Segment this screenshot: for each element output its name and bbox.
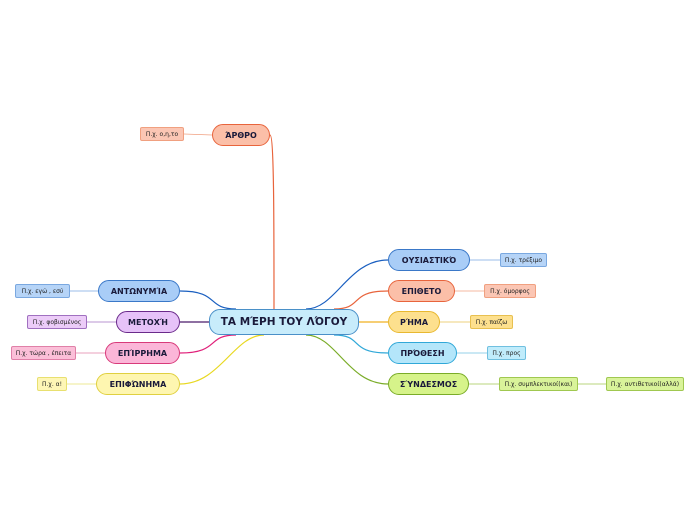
- subtopic-antonymia-example[interactable]: Π.χ. εγώ , εσύ: [15, 284, 70, 298]
- subtopic-epirrima-example[interactable]: Π.χ. τώρα , έπειτα: [11, 346, 76, 360]
- subtopic-ousiastiko-example[interactable]: Π.χ. τρέξιμο: [500, 253, 547, 267]
- topic-prothesi[interactable]: ΠΡΌΘΕΣΗ: [388, 342, 457, 364]
- connector-ousiastiko: [305, 259, 389, 310]
- subtopic-syndesmos-adversative[interactable]: Π.χ. αντιθετικοί(αλλά): [606, 377, 684, 391]
- topic-epirrima[interactable]: ΕΠΊΡΡΗΜΑ: [105, 342, 180, 364]
- central-topic[interactable]: ΤΑ ΜΈΡΗ ΤΟΥ ΛΌΓΟΥ: [209, 309, 359, 335]
- topic-syndesmos[interactable]: ΣΎΝΔΕΣΜΟΣ: [388, 373, 469, 395]
- connector-epirrima: [179, 334, 237, 354]
- topic-epifonima[interactable]: ΕΠΙΦΏΝΗΜΑ: [96, 373, 180, 395]
- topic-metochi[interactable]: ΜΕΤΟΧΉ: [116, 311, 180, 333]
- connector-prothesi: [333, 334, 389, 354]
- subtopic-metochi-example[interactable]: Π.χ. φοβισμένος: [27, 315, 87, 329]
- topic-antonymia[interactable]: ΑΝΤΩΝΥΜΊΑ: [98, 280, 180, 302]
- subtopic-rima-example[interactable]: Π.χ. παίζω: [470, 315, 513, 329]
- connector-epitheto: [333, 290, 389, 310]
- subtopic-syndesmos-copulative[interactable]: Π.χ. συμπλεκτικοί(και): [499, 377, 578, 391]
- subtopic-prothesi-example[interactable]: Π.χ. προς: [487, 346, 526, 360]
- subtopic-arthro-example[interactable]: Π.χ. ο,η,το: [140, 127, 184, 141]
- connector-antonymia: [179, 290, 237, 310]
- connector-arthro: [269, 134, 275, 310]
- topic-rima[interactable]: ΡΉΜΑ: [388, 311, 440, 333]
- topic-arthro[interactable]: ΆΡΘΡΟ: [212, 124, 270, 146]
- subtopic-epifonima-example[interactable]: Π.χ. α!: [37, 377, 67, 391]
- leaf-connector-arthro: [183, 133, 213, 136]
- connector-syndesmos: [305, 334, 389, 385]
- topic-ousiastiko[interactable]: ΟΥΣΙΑΣΤΙΚΌ: [388, 249, 470, 271]
- connector-epifonima: [179, 334, 265, 385]
- topic-epitheto[interactable]: ΕΠΙΘΕΤΟ: [388, 280, 455, 302]
- subtopic-epitheto-example[interactable]: Π.χ. όμορφος: [484, 284, 536, 298]
